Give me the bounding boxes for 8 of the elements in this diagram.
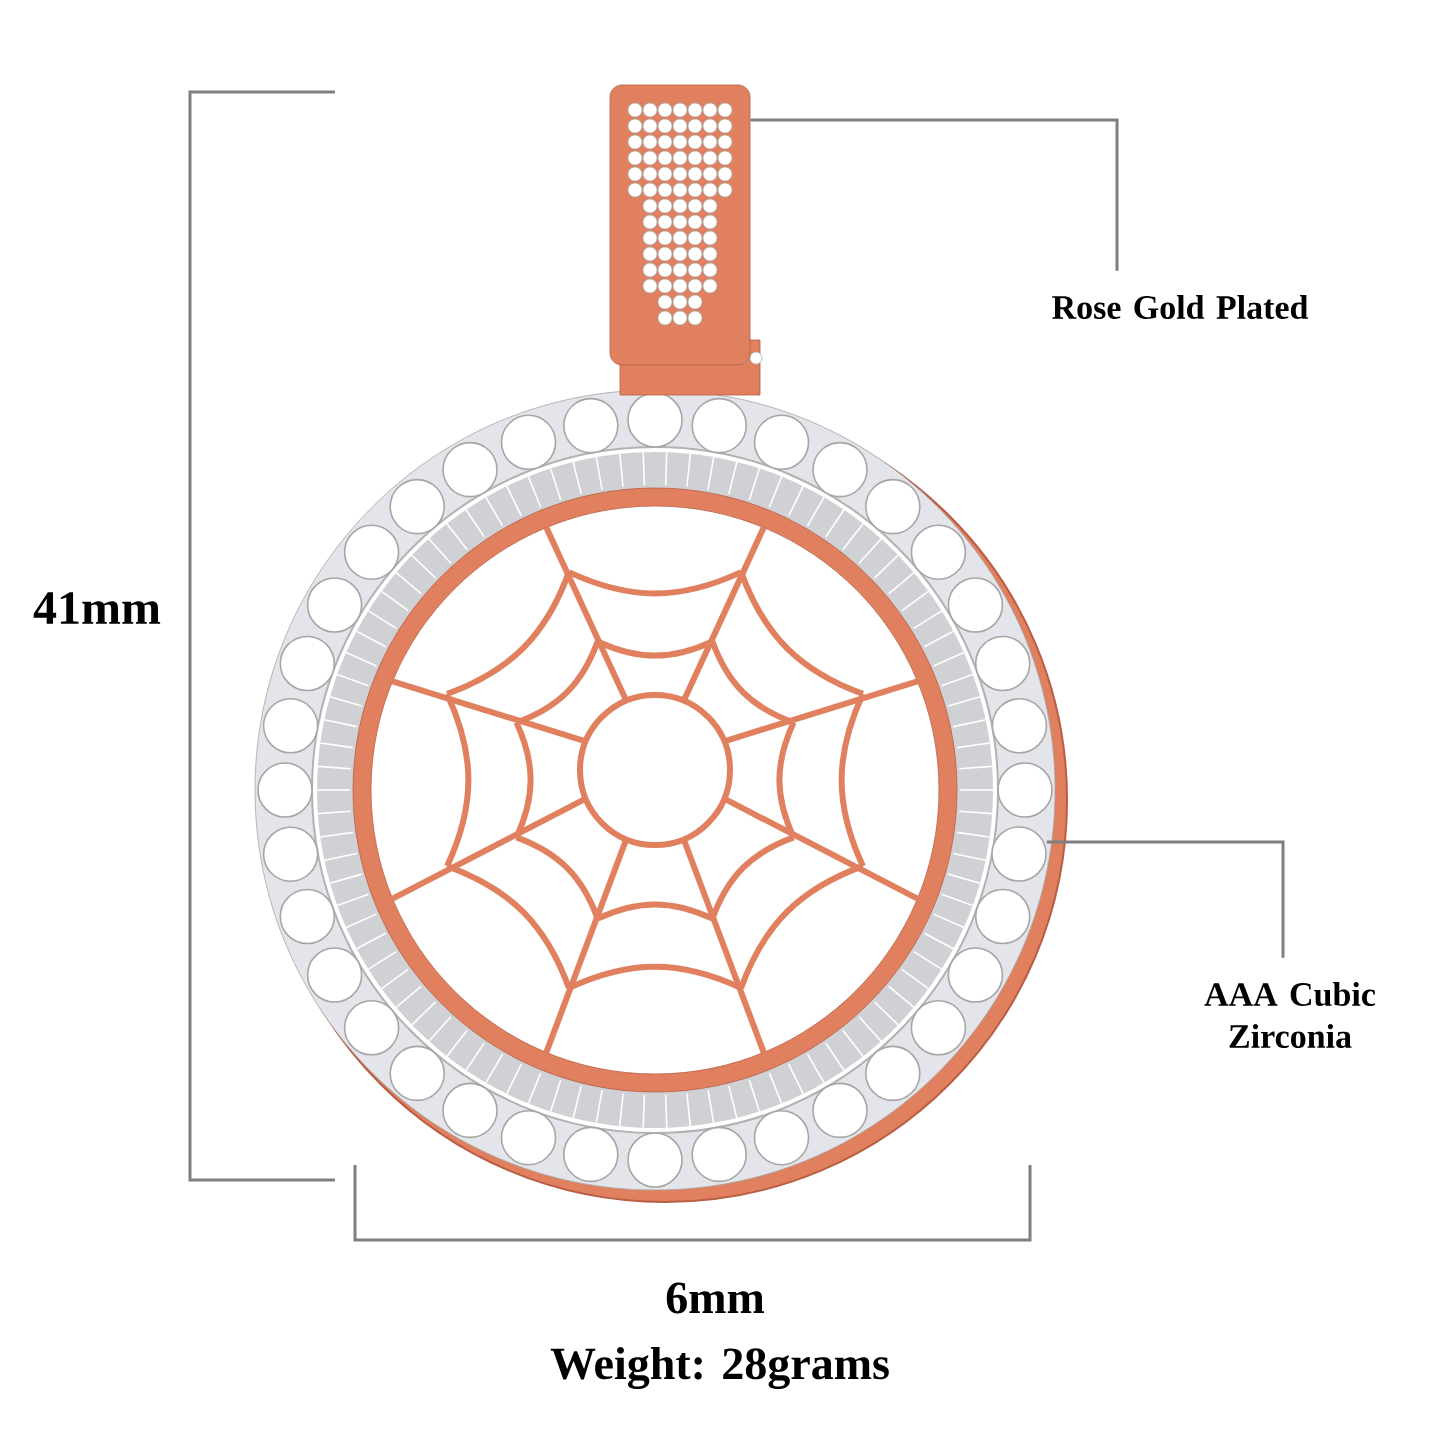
feature-label: AAA Cubic Zirconia (1204, 982, 1376, 1048)
weight-label: Weight: 28grams (550, 1346, 889, 1390)
leader-line (750, 118, 1119, 271)
leader-line (1046, 840, 1285, 958)
dimension-label: 6mm (666, 1282, 765, 1314)
stone (991, 826, 1047, 882)
feature-label: Rose Gold Plated (1052, 295, 1309, 319)
dimension-label: 41mm (33, 592, 161, 624)
